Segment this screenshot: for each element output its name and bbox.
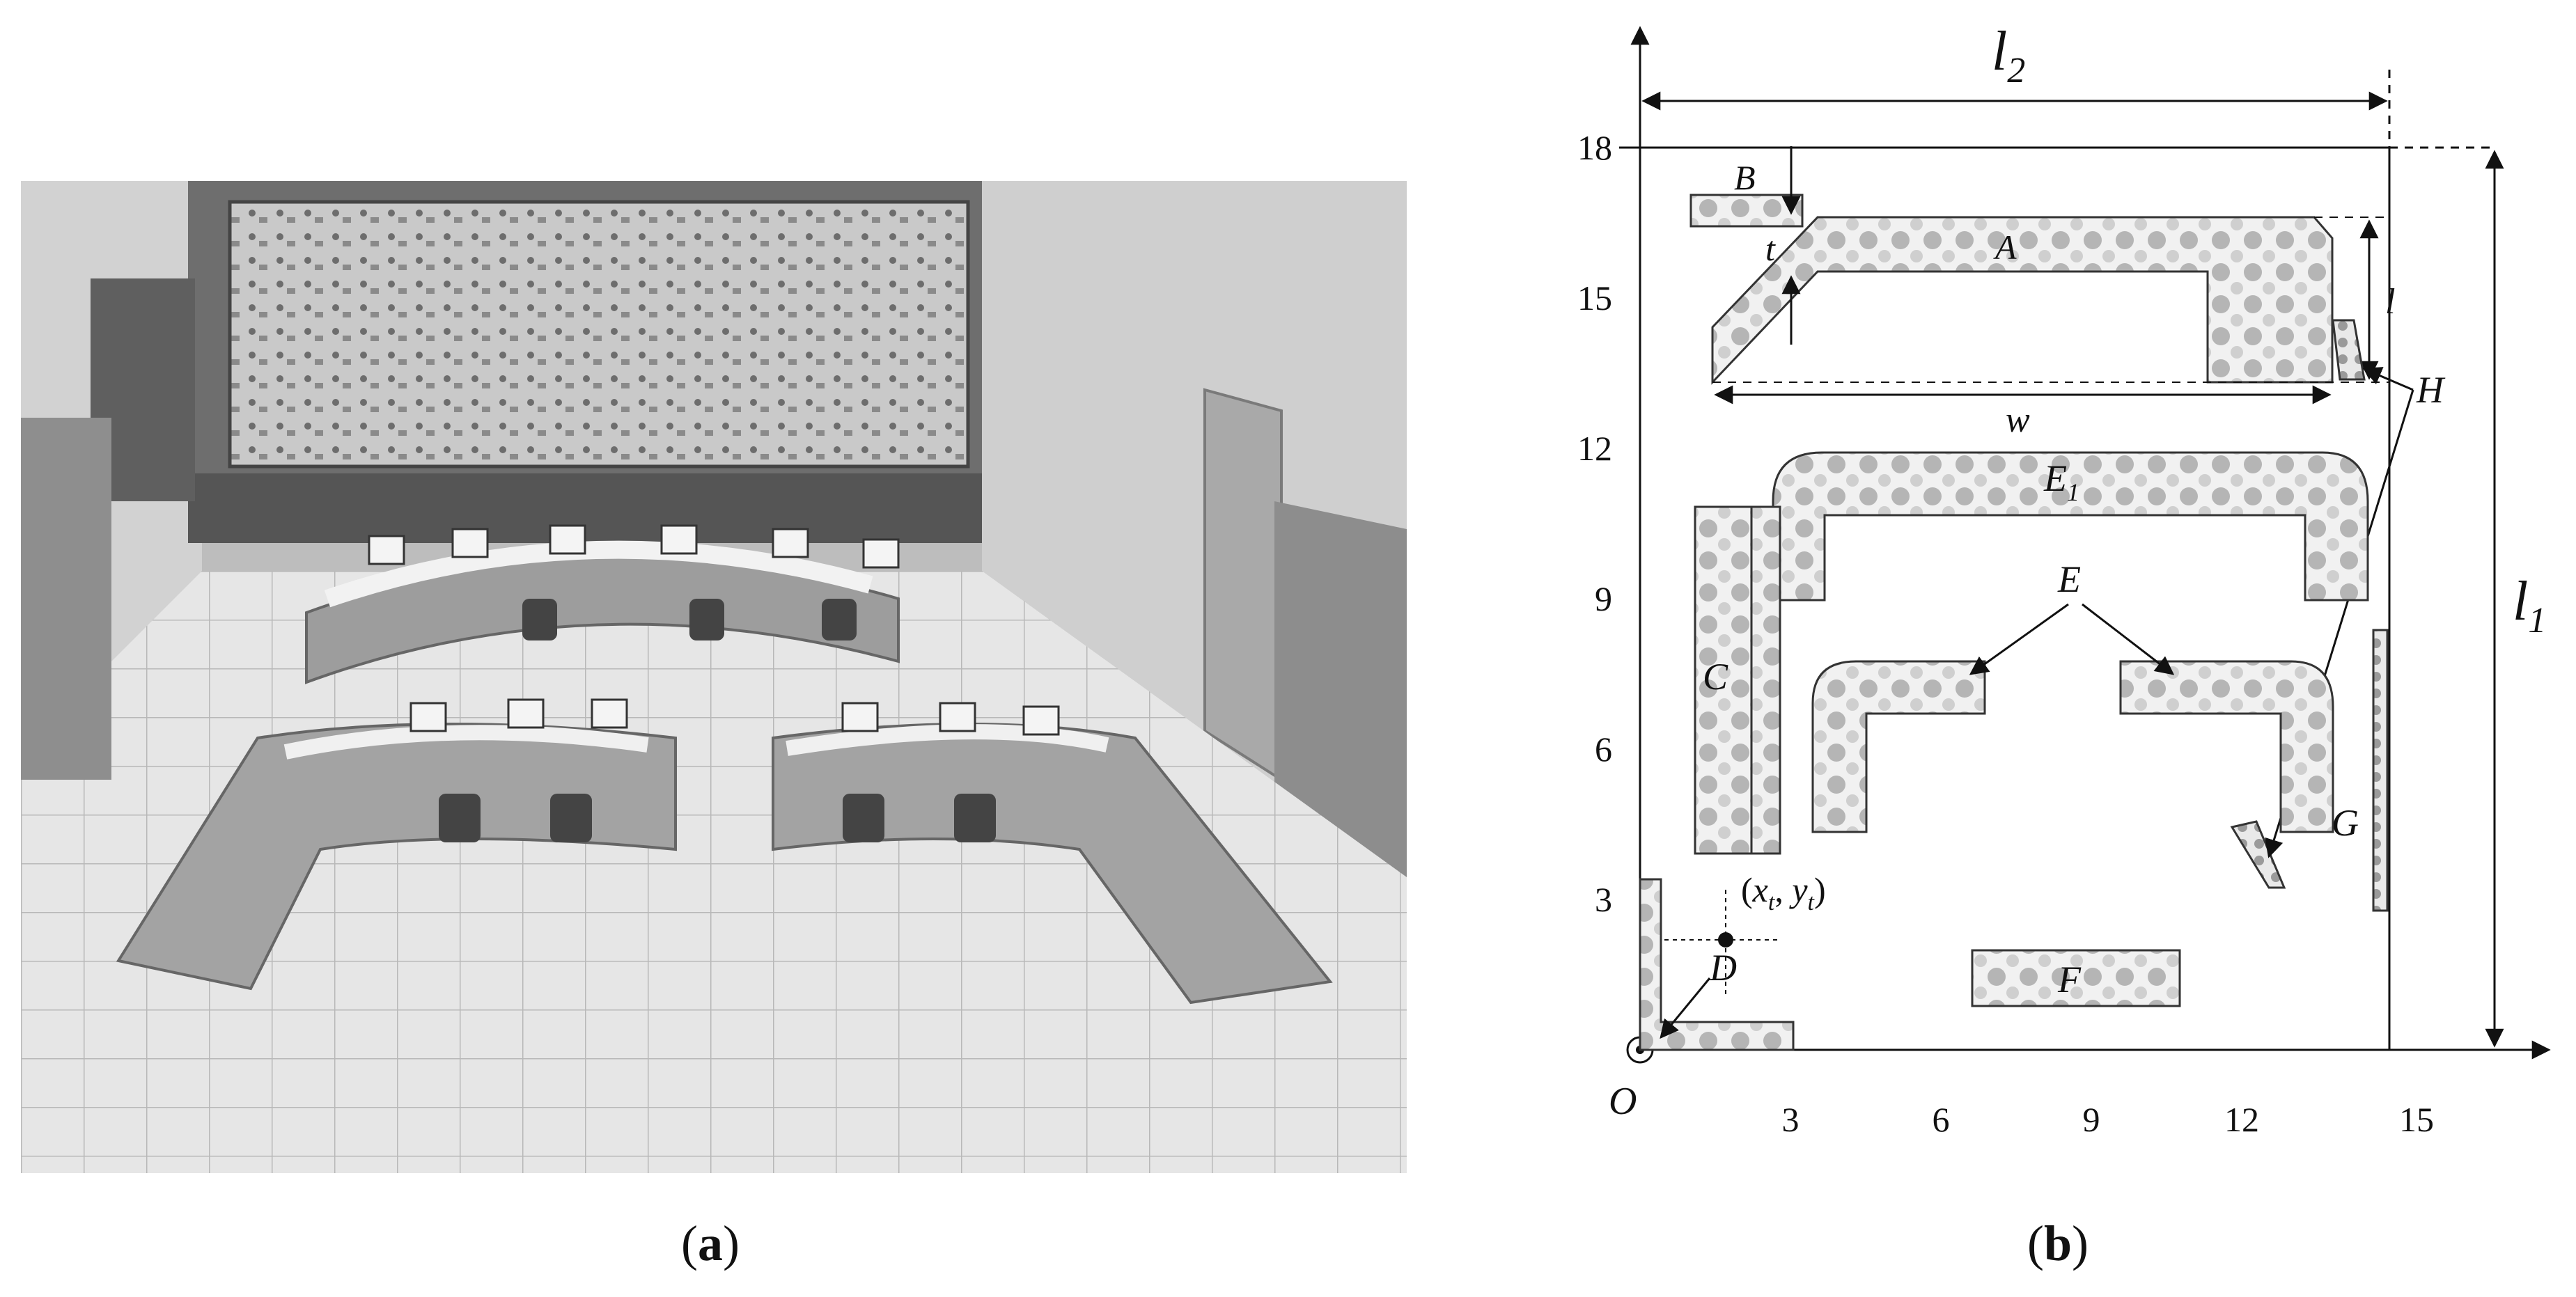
region-h-upper (2332, 319, 2366, 381)
region-e-label: E (2057, 558, 2081, 600)
region-e1 (1772, 451, 2369, 602)
region-b (1689, 194, 1804, 228)
region-h-lower (2230, 820, 2286, 889)
l2-label: l2 (1992, 21, 2025, 91)
region-b-label: B (1734, 158, 1756, 197)
control-room-photo (21, 181, 1407, 1173)
x-tick-label: 12 (2224, 1100, 2259, 1139)
region-d-label: D (1709, 947, 1737, 989)
region-e1-label: E1 (2043, 457, 2079, 506)
x-tick-label: 9 (2083, 1100, 2100, 1139)
region-g (2372, 629, 2389, 912)
region-d (1639, 878, 1795, 1051)
x-tick-label: 3 (1782, 1100, 1800, 1139)
l1-label: l1 (2513, 571, 2546, 640)
x-tick-label: 6 (1933, 1100, 1950, 1139)
region-e-left (1811, 660, 1986, 833)
y-tick-label: 18 (1577, 128, 1612, 167)
layout-diagram: 18 15 12 9 6 3 3 6 9 12 15 O l2 l1 B A t… (1532, 0, 2576, 1184)
region-f (1971, 949, 2181, 1007)
origin-label: O (1609, 1080, 1637, 1123)
x-tick-label: 15 (2399, 1100, 2434, 1139)
region-a-label: A (1993, 228, 2017, 267)
caption-a: (a) (681, 1216, 740, 1271)
y-tick-label: 9 (1595, 579, 1612, 618)
y-tick-label: 6 (1595, 730, 1612, 769)
target-point-label: (xt, yt) (1741, 870, 1826, 915)
region-a (1711, 216, 2334, 385)
region-e-right (2119, 660, 2334, 833)
region-f-label: F (2057, 959, 2082, 1000)
w-label: w (2006, 400, 2030, 440)
y-tick-label: 15 (1577, 278, 1612, 317)
y-tick-label: 3 (1595, 880, 1612, 919)
y-tick-label: 12 (1577, 429, 1612, 468)
l-label: l (2385, 282, 2395, 322)
region-h-label: H (2416, 369, 2446, 411)
region-c (1694, 505, 1781, 855)
caption-b: (b) (2027, 1216, 2089, 1271)
region-g-label: G (2332, 802, 2359, 844)
region-c-label: C (1703, 656, 1728, 698)
target-point (1718, 932, 1733, 948)
t-label: t (1765, 229, 1776, 268)
